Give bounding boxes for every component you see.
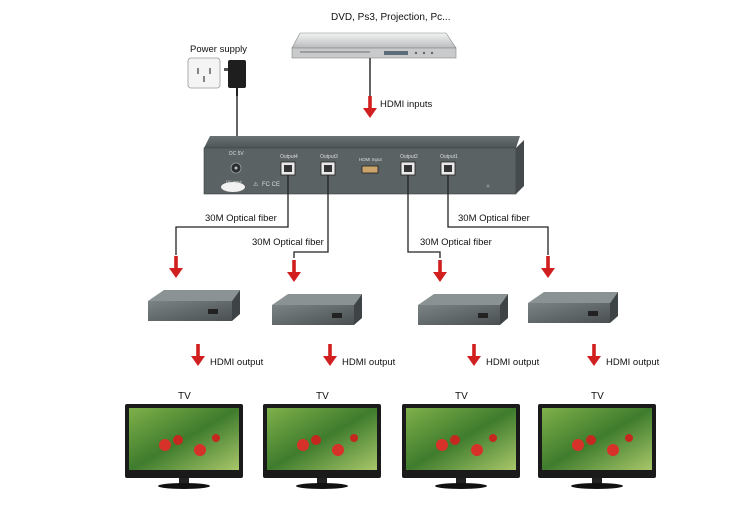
fiber-label-1: 30M Optical fiber <box>205 213 277 224</box>
power-outlet-icon <box>187 57 221 89</box>
tv-label-1: TV <box>178 391 191 402</box>
fiber-label-4: 30M Optical fiber <box>458 213 530 224</box>
tv-3 <box>402 404 520 489</box>
transmitter-box: ⚠ FC CE <box>203 136 524 195</box>
svg-text:FC CE: FC CE <box>262 182 280 188</box>
tv-label-3: TV <box>455 391 468 402</box>
receiver-1 <box>148 290 240 321</box>
hdmi-output-arrow-3 <box>467 344 481 366</box>
dvd-player <box>291 32 457 59</box>
dc-port-label: DC 5V <box>229 151 244 157</box>
fiber-arrow-2 <box>287 260 301 282</box>
output1-label: Output1 <box>440 154 458 160</box>
fiber-label-2: 30M Optical fiber <box>252 237 324 248</box>
hdmi-output-label-1: HDMI output <box>210 357 264 368</box>
hdmi-output-arrow-2 <box>323 344 337 366</box>
receiver-4 <box>528 292 618 323</box>
svg-text:⚠: ⚠ <box>253 181 259 188</box>
power-supply-label: Power supply <box>190 44 248 55</box>
source-label: DVD, Ps3, Projection, Pc... <box>331 12 451 23</box>
tv-label-2: TV <box>316 391 329 402</box>
output2-label: Output2 <box>400 154 418 160</box>
fiber-lines <box>175 175 549 258</box>
dc-input-label: DC input <box>226 179 242 184</box>
hdmi-output-arrow-1 <box>191 344 205 366</box>
hdmi-output-label-2: HDMI output <box>342 357 396 368</box>
receiver-3 <box>418 294 508 325</box>
hdmi-input-arrow <box>363 96 377 118</box>
fiber-arrow-4 <box>541 256 555 278</box>
output3-label: Output3 <box>320 154 338 160</box>
hdmi-inputs-label: HDMI inputs <box>380 99 433 110</box>
tv-1 <box>125 404 243 489</box>
fiber-arrow-1 <box>169 256 183 278</box>
hdmi-input-port-label: HDMI Input <box>359 157 382 162</box>
hdmi-output-label-4: HDMI output <box>606 357 660 368</box>
hdmi-output-arrow-4 <box>587 344 601 366</box>
tv-label-4: TV <box>591 391 604 402</box>
fiber-arrow-3 <box>433 260 447 282</box>
output4-label: Output4 <box>280 154 298 160</box>
tv-4 <box>538 404 656 489</box>
fiber-label-3: 30M Optical fiber <box>420 237 492 248</box>
tv-2 <box>263 404 381 489</box>
receiver-2 <box>272 294 362 325</box>
hdmi-output-label-3: HDMI output <box>486 357 540 368</box>
